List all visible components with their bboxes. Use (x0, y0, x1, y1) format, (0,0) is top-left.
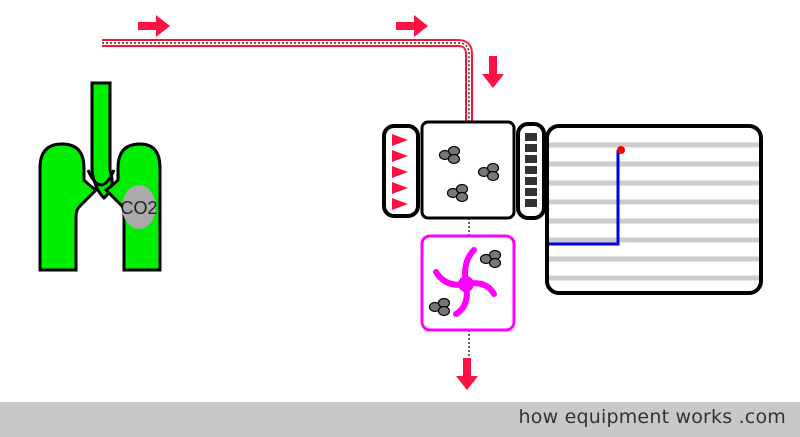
trace-point (617, 146, 625, 154)
flow-arrow-icon (456, 358, 478, 390)
infrared-source (382, 124, 420, 218)
co2-trace (549, 150, 620, 246)
flow-arrow-icon (138, 15, 170, 37)
sample-pump (420, 234, 516, 332)
lungs: CO2 (38, 81, 162, 272)
flow-arrow-icon (396, 15, 428, 37)
detector (516, 122, 546, 220)
sample-chamber (420, 120, 516, 220)
footer-bar: how equipment works .com (0, 402, 800, 437)
site-credit: how equipment works .com (518, 406, 786, 428)
flow-arrow-icon (482, 56, 504, 88)
sample-line (102, 39, 473, 122)
co2-badge: CO2 (120, 185, 158, 229)
co2-label: CO2 (120, 198, 157, 218)
capnograph-display (545, 124, 763, 295)
